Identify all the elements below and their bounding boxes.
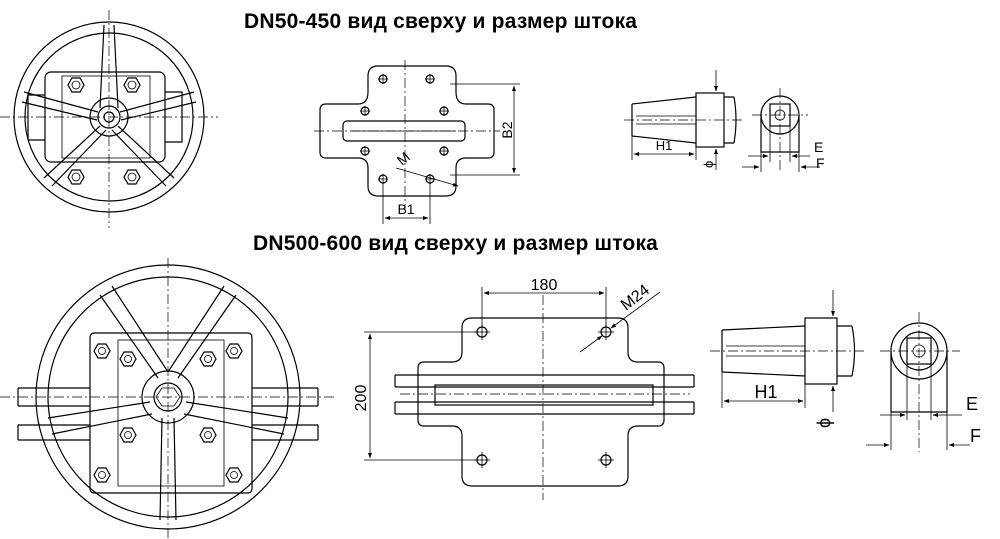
label-phi-small: ϕ <box>701 161 716 168</box>
label-f-small: F <box>816 155 825 171</box>
label-b2: B2 <box>499 121 515 138</box>
label-200: 200 <box>353 385 370 412</box>
bolt-top-left <box>67 77 85 93</box>
heading-dn50-450: DN50-450 вид сверху и размер штока <box>244 10 638 33</box>
small-shaft-side-view <box>624 70 744 170</box>
label-m24: M24 <box>618 282 653 315</box>
big-bolt-1 <box>93 343 111 359</box>
big-bolt-4 <box>199 351 217 367</box>
big-bolt-8 <box>225 467 243 483</box>
label-phi-big: ϕ <box>814 418 834 428</box>
heading-dn500-600: DN500-600 вид сверху и размер штока <box>253 232 659 255</box>
bolt-top-right <box>123 77 141 93</box>
label-m-small: M <box>394 149 413 169</box>
big-bolt-5 <box>119 427 137 443</box>
big-handwheel-view <box>0 258 336 539</box>
big-bolt-2 <box>225 343 243 359</box>
label-180: 180 <box>531 277 558 294</box>
label-f-big: F <box>970 426 981 446</box>
big-flange-view <box>364 287 695 500</box>
big-bolt-6 <box>199 427 217 443</box>
label-h1-big: H1 <box>754 382 777 402</box>
small-flange-view <box>314 60 520 224</box>
label-e-small: E <box>814 139 823 155</box>
big-shaft-side-view <box>710 290 866 412</box>
small-shaft-end-view <box>742 88 820 172</box>
big-bolt-3 <box>119 351 137 367</box>
label-h1-small: H1 <box>656 138 673 153</box>
label-e-big: E <box>966 394 978 414</box>
big-shaft-end-view <box>866 312 970 452</box>
bolt-bottom-left <box>67 169 85 185</box>
small-handwheel-view <box>0 10 218 228</box>
bolt-bottom-right <box>123 169 141 185</box>
big-bolt-7 <box>93 467 111 483</box>
label-b1: B1 <box>397 201 414 217</box>
